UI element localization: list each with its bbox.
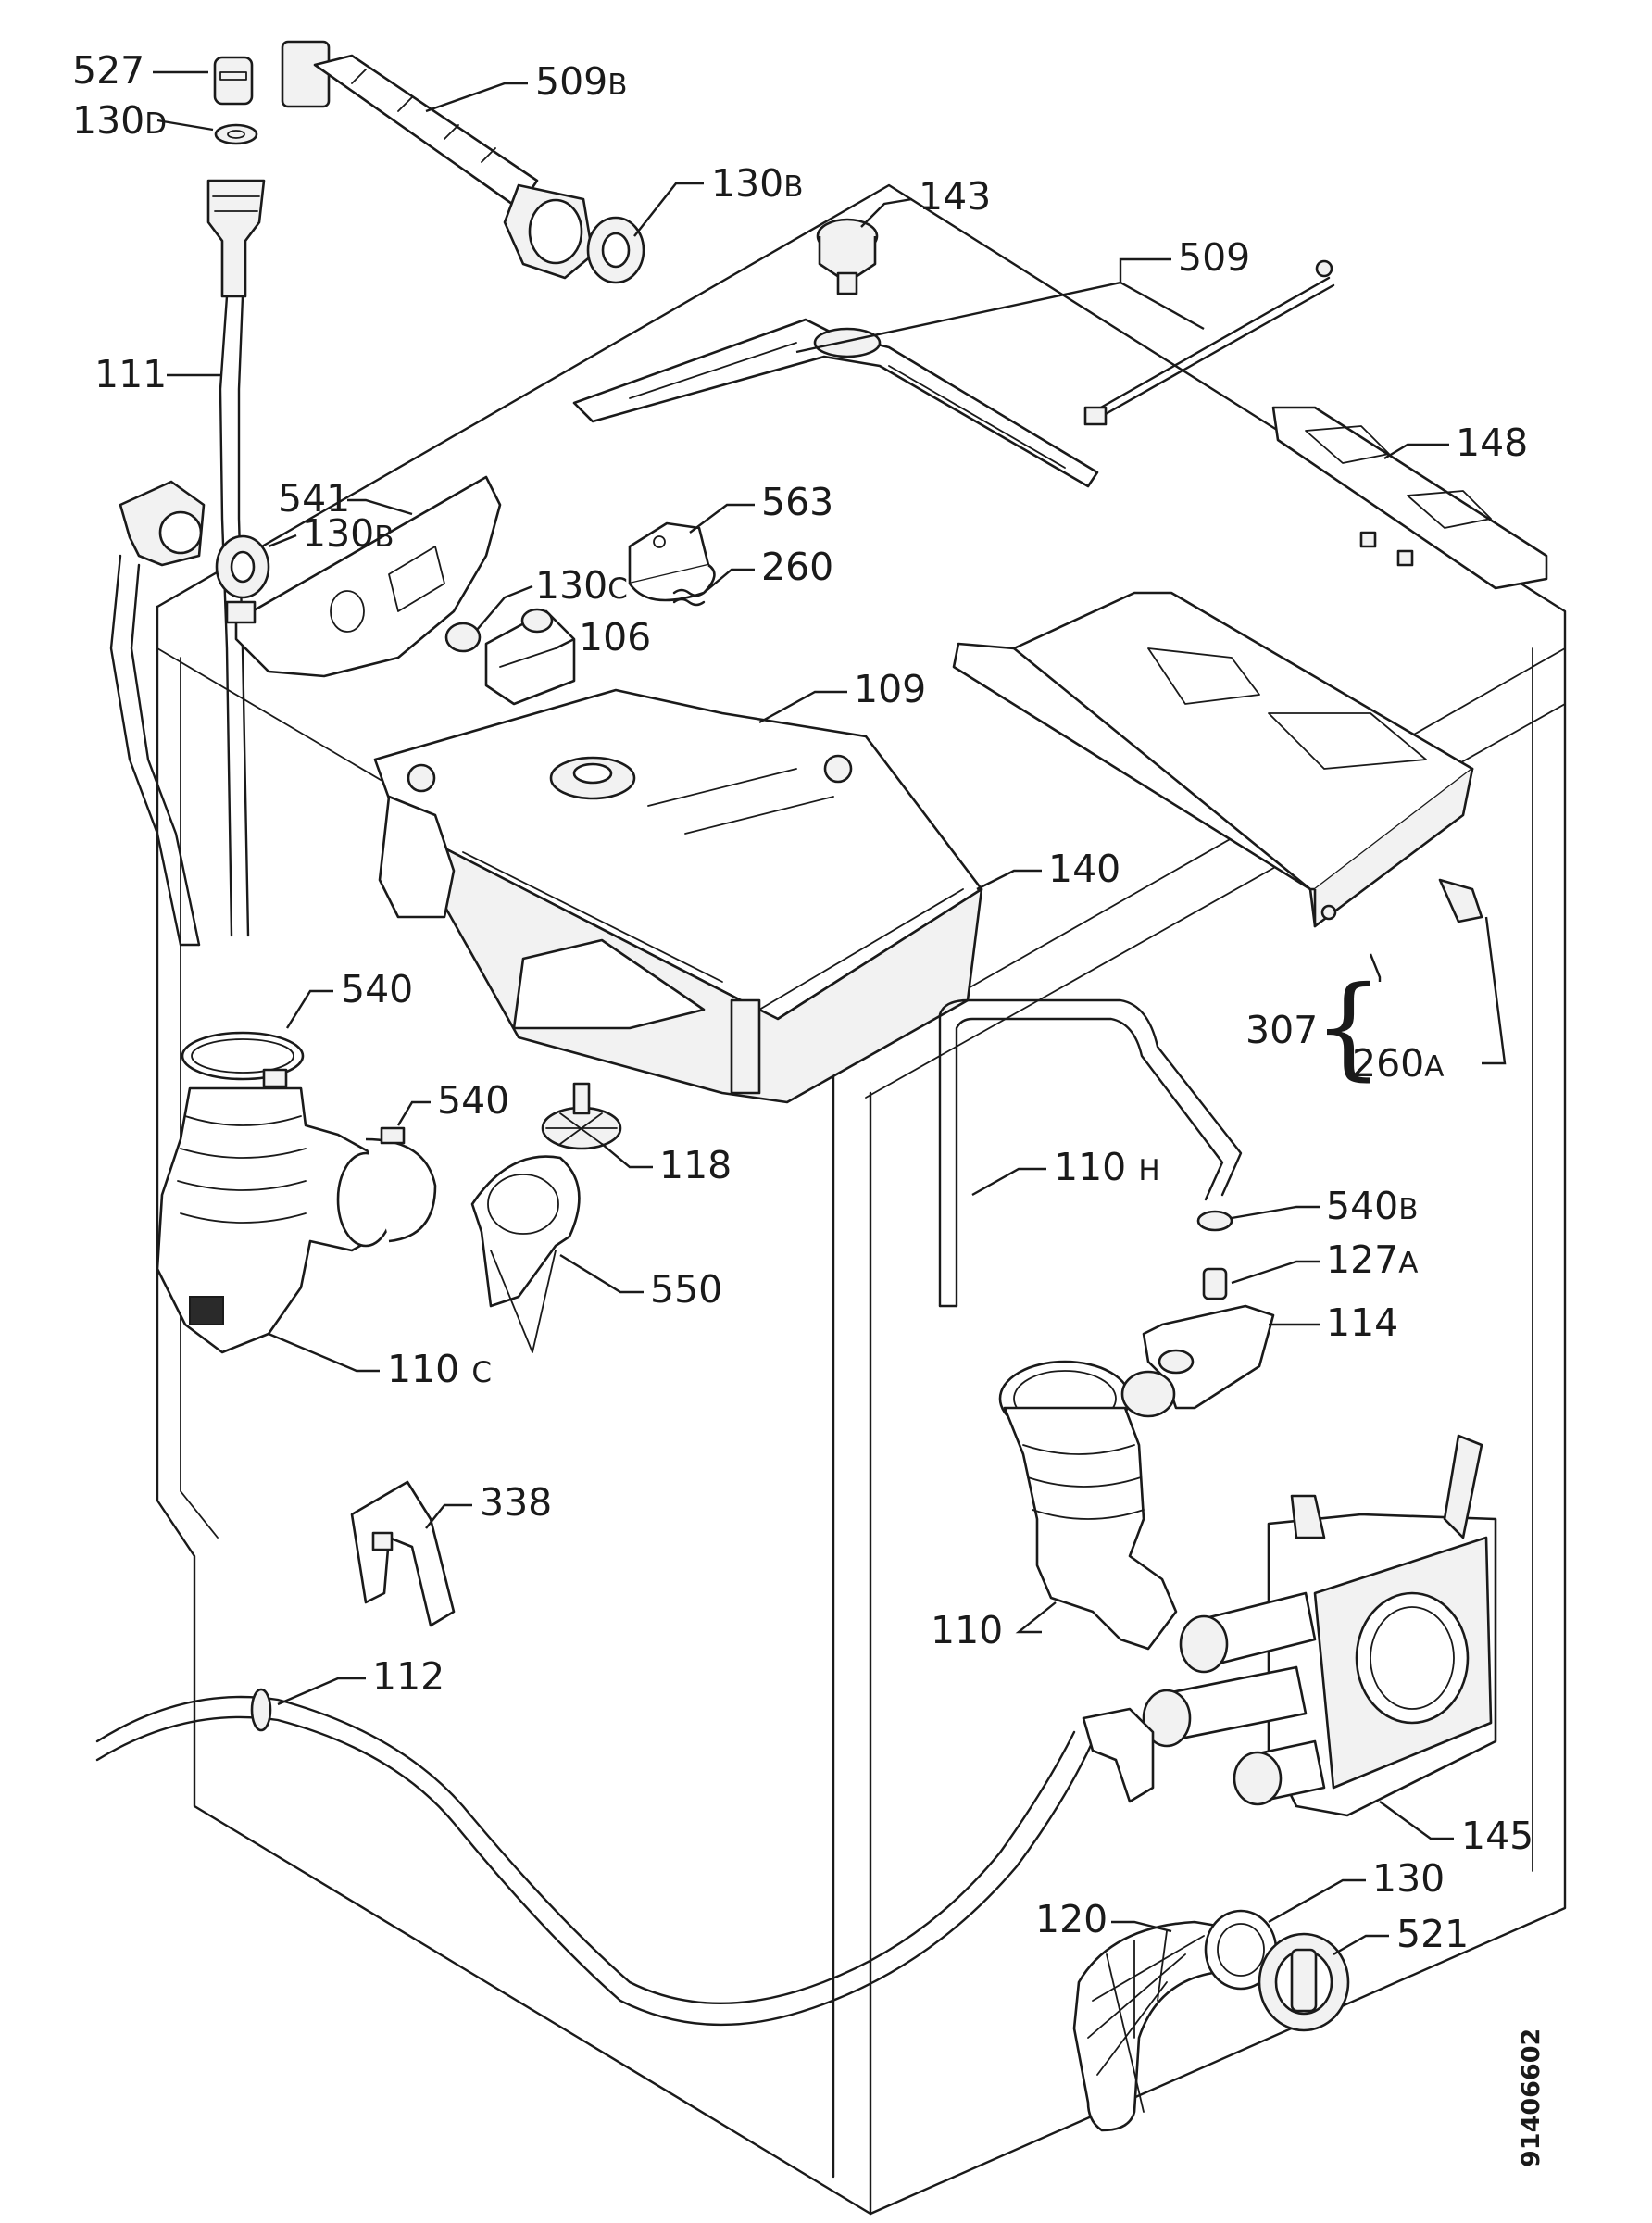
drain-hose-112 [95,1688,1155,2027]
knob-143 [816,218,879,295]
manifold-509 [572,318,1099,488]
washer-130c [444,622,482,653]
label-110: 110 [931,1608,1004,1652]
washer-130d [214,123,258,145]
valve-106 [484,608,576,706]
hose-guide-338 [350,1480,456,1627]
label-509: 509 [1178,235,1251,280]
label-130: 130 [1372,1856,1446,1901]
label-118: 118 [659,1143,732,1187]
label-110c: 110 C [387,1347,492,1391]
label-130d: 130D [72,98,168,143]
leader-lines [153,70,1507,1956]
label-114: 114 [1326,1300,1399,1345]
label-120: 120 [1035,1897,1108,1941]
bracket-541 [225,475,502,678]
label-148: 148 [1456,421,1529,465]
label-130b: 130B [302,511,394,556]
label-563: 563 [761,480,834,524]
clip-550 [470,1155,581,1353]
label-143: 143 [919,174,992,219]
label-307: 307 [1245,1008,1319,1052]
label-112: 112 [372,1654,445,1699]
gasket-130 [1204,1909,1278,1991]
label-106: 106 [579,615,652,659]
label-540-b: 540 [437,1078,510,1123]
label-140: 140 [1048,847,1121,891]
inlet-hose-111 [109,179,266,947]
spring-260 [672,588,706,607]
pressure-switch-114 [1142,1304,1275,1410]
label-130c: 130C [535,563,628,608]
label-145: 145 [1461,1814,1534,1858]
clamp-540b-small [1196,1210,1233,1232]
label-540b: 540B [1326,1184,1419,1228]
union-130b-top [586,216,645,284]
drawer-307 [952,591,1474,928]
impeller-118 [541,1082,622,1150]
union-130b [215,534,270,599]
label-521: 521 [1396,1912,1470,1956]
connector-127a [1202,1267,1228,1300]
label-111: 111 [94,352,168,396]
label-541: 541 [278,476,351,521]
inlet-connector-527 [213,56,254,106]
label-550: 550 [650,1267,723,1312]
label-127a: 127A [1326,1237,1419,1282]
label-130b-top: 130B [711,161,804,206]
inlet-pipe-509b [281,40,594,280]
filter-120 [1072,1920,1224,2132]
clamp-540a [181,1031,305,1088]
label-338: 338 [480,1480,553,1525]
pump-housing-145 [1142,1434,1497,1817]
cap-521 [1258,1932,1350,2032]
bellows-hose-110c [156,1086,395,1354]
label-110h: 110 H [1054,1145,1160,1189]
vent-tube-110h [938,998,1243,1308]
label-109: 109 [854,667,927,711]
dispenser-body-140 [378,795,983,1104]
rod-509 [1083,259,1335,426]
label-527: 527 [72,48,145,93]
label-260: 260 [761,545,834,589]
sump-hose-110 [998,1360,1178,1651]
clamp-540b [365,1126,437,1243]
cover-563 [628,521,716,602]
label-260a: 260A [1352,1041,1445,1086]
lever-148 [1271,406,1548,590]
label-509b: 509B [535,59,628,104]
label-540-a: 540 [341,967,414,1011]
clip-260a [1438,878,1483,923]
brace-307: { [1313,963,1384,1092]
sheet-number: 91406602 [1517,2028,1546,2167]
